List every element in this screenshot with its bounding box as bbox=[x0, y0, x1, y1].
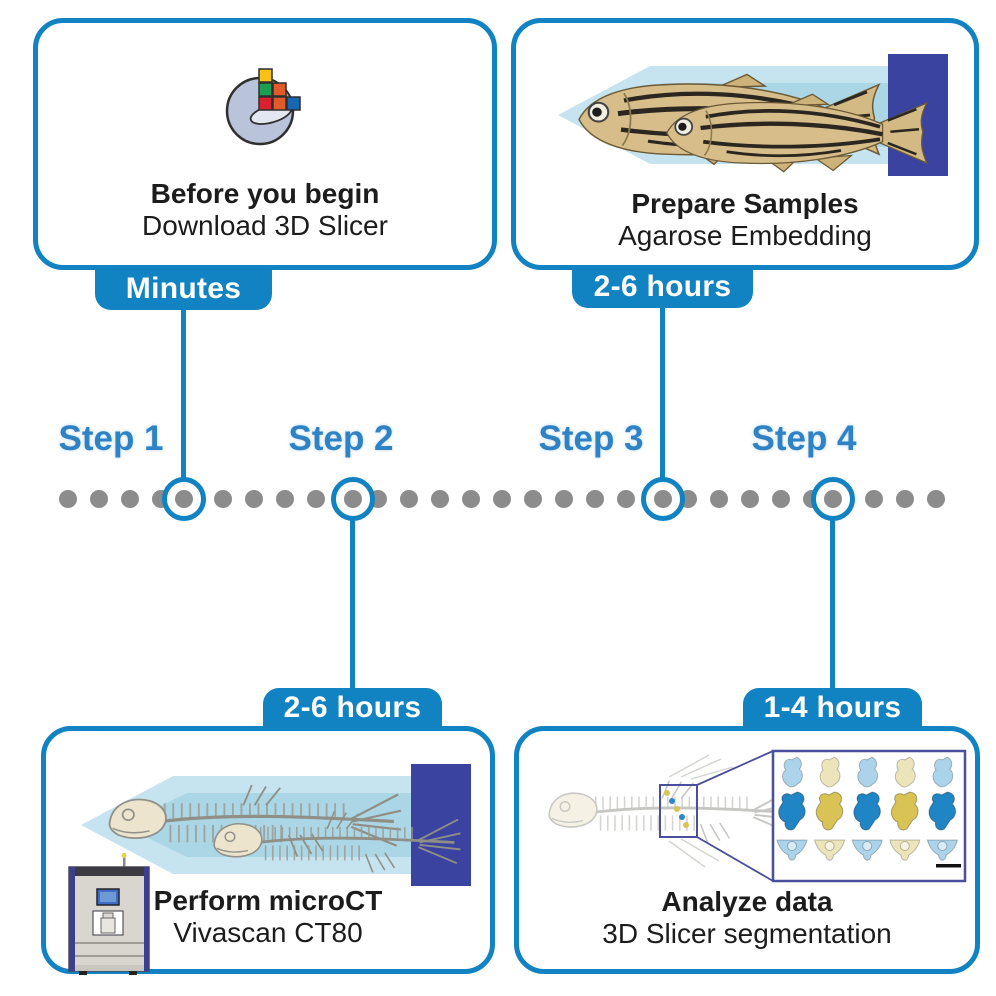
card-title: Prepare Samples bbox=[631, 188, 859, 219]
timeline-step-marker bbox=[811, 477, 855, 521]
connector-line-step1 bbox=[181, 306, 186, 481]
scale-bar bbox=[936, 864, 961, 868]
step-2-label: Step 2 bbox=[288, 419, 394, 458]
card-subtitle: Download 3D Slicer bbox=[142, 210, 388, 241]
card-title: Perform microCT bbox=[153, 885, 383, 916]
timeline-dot bbox=[617, 490, 635, 508]
microct-scanner-icon bbox=[68, 853, 150, 975]
timeline-dot bbox=[710, 490, 728, 508]
timeline-dot bbox=[524, 490, 542, 508]
timeline-dot bbox=[400, 490, 418, 508]
duration-badge-perform-microct: 2-6 hours bbox=[263, 688, 442, 732]
timeline-dot bbox=[90, 490, 108, 508]
timeline-dot bbox=[493, 490, 511, 508]
timeline-step-marker bbox=[162, 477, 206, 521]
slicer-logo-icon bbox=[225, 68, 301, 146]
timeline-dot bbox=[245, 490, 263, 508]
connector-line-step4 bbox=[830, 517, 835, 692]
timeline-step-marker bbox=[641, 477, 685, 521]
card-subtitle: Agarose Embedding bbox=[618, 220, 872, 251]
timeline-dot bbox=[555, 490, 573, 508]
timeline-dot bbox=[865, 490, 883, 508]
callout-rectangle bbox=[659, 784, 698, 838]
timeline-dot bbox=[59, 490, 77, 508]
card-title: Before you begin bbox=[150, 178, 380, 209]
connector-line-step2 bbox=[350, 517, 355, 692]
timeline-dot bbox=[462, 490, 480, 508]
timeline-dot bbox=[741, 490, 759, 508]
timeline-dot bbox=[214, 490, 232, 508]
card-title: Analyze data bbox=[661, 886, 833, 917]
fish-skeleton-icon bbox=[549, 781, 795, 844]
card-perform-microct: Perform microCT Vivascan CT80 bbox=[41, 726, 495, 975]
timeline-dot bbox=[431, 490, 449, 508]
timeline-dot bbox=[772, 490, 790, 508]
timeline-step-marker bbox=[331, 477, 375, 521]
card-analyze-data: Analyze data 3D Slicer segmentation bbox=[514, 726, 980, 974]
step-4-label: Step 4 bbox=[751, 419, 857, 458]
segmented-vertebrae-inset-illustration bbox=[519, 749, 967, 883]
step-1-label: Step 1 bbox=[58, 419, 164, 458]
timeline-dot bbox=[276, 490, 294, 508]
card-subtitle: Vivascan CT80 bbox=[173, 917, 363, 948]
connector-line-step3 bbox=[660, 304, 665, 481]
card-subtitle: 3D Slicer segmentation bbox=[602, 918, 892, 949]
step-3-label: Step 3 bbox=[538, 419, 644, 458]
zebrafish-in-agarose-mold-illustration bbox=[558, 54, 948, 176]
card-before-you-begin: Before you begin Download 3D Slicer bbox=[33, 18, 497, 270]
vertebrae-callout-marks bbox=[664, 790, 689, 828]
timeline-dot bbox=[307, 490, 325, 508]
timeline-dot bbox=[121, 490, 139, 508]
timeline-dot bbox=[586, 490, 604, 508]
card-prepare-samples: Prepare Samples Agarose Embedding bbox=[511, 18, 979, 270]
duration-badge-analyze-data: 1-4 hours bbox=[743, 688, 922, 732]
timeline-dot bbox=[896, 490, 914, 508]
timeline-dot bbox=[927, 490, 945, 508]
